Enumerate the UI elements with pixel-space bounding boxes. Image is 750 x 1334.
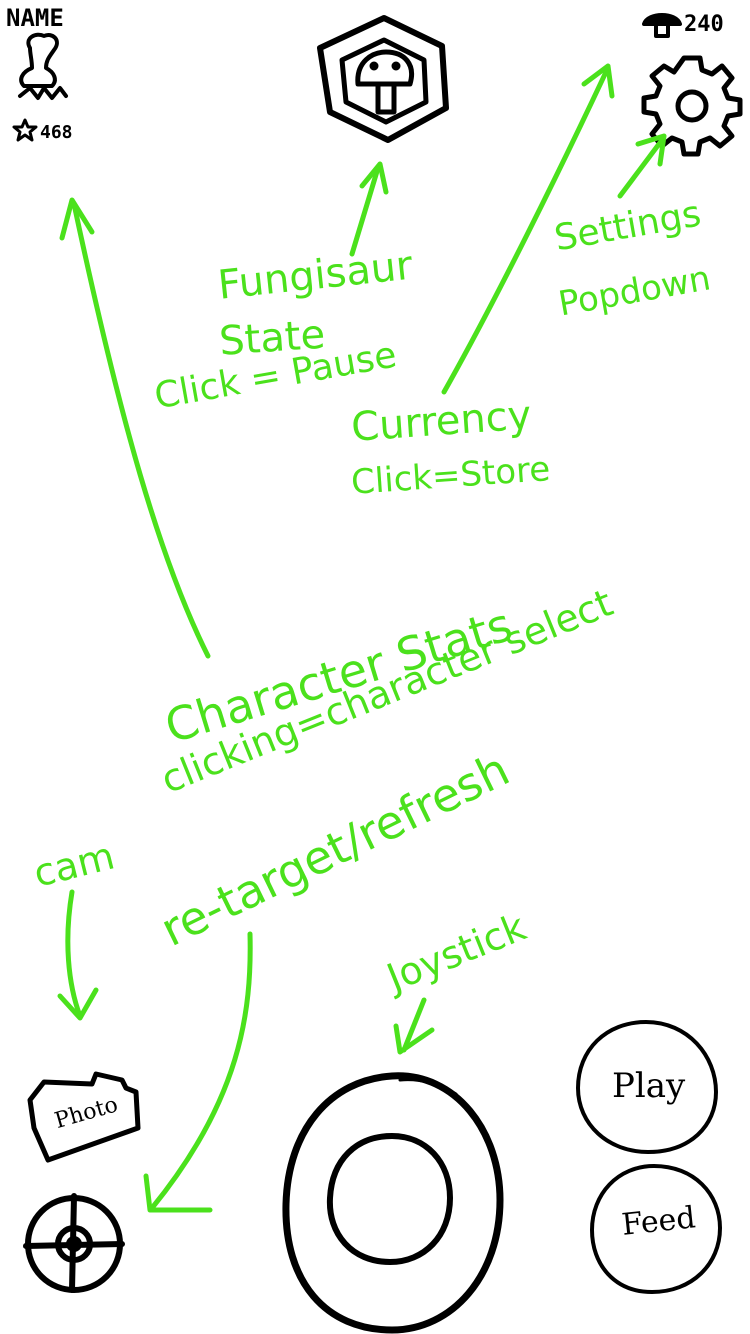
fungisaur-state-icon <box>317 15 449 143</box>
currency-amount: 240 <box>684 12 724 37</box>
play-button-label: Play <box>612 1066 686 1106</box>
character-portrait-icon <box>18 32 68 100</box>
character-stats-button[interactable] <box>0 0 90 150</box>
fungisaur-pause-button[interactable] <box>318 16 448 142</box>
gear-icon <box>641 55 743 157</box>
feed-button[interactable] <box>590 1164 722 1294</box>
star-icon <box>12 118 38 142</box>
play-button[interactable] <box>576 1020 718 1154</box>
play-feed-circles <box>575 1019 723 1295</box>
joystick-control[interactable] <box>284 1074 502 1332</box>
character-stat-value: 468 <box>40 122 73 143</box>
mushroom-currency-icon <box>642 13 682 38</box>
retarget-button[interactable] <box>26 1196 124 1292</box>
currency-store-button[interactable] <box>636 8 746 44</box>
photo-camera-icon <box>27 1071 141 1163</box>
photo-button[interactable] <box>28 1070 140 1162</box>
settings-button[interactable] <box>642 54 742 156</box>
character-name: NAME <box>6 4 64 32</box>
currency-annotation-title: Currency <box>349 392 533 451</box>
joystick-icon <box>282 1072 504 1334</box>
